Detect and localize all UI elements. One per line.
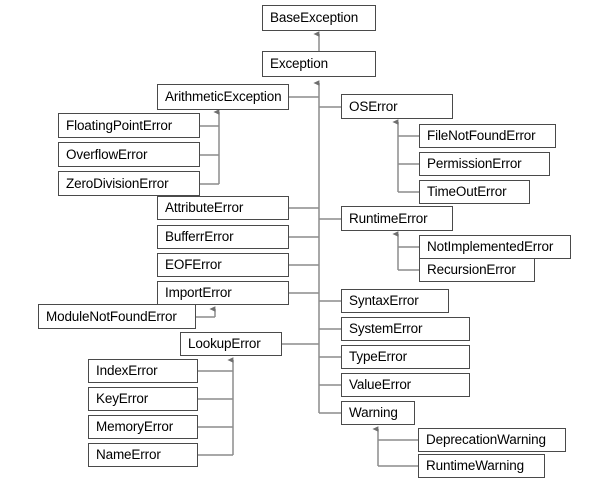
node-memory-error[interactable]: MemoryError — [88, 415, 198, 439]
node-base-exception[interactable]: BaseException — [262, 5, 376, 31]
edge-trunk-exception-children — [282, 80, 341, 414]
node-system-error[interactable]: SystemError — [341, 317, 470, 341]
edge-group-lookup-children — [198, 357, 234, 456]
node-name-error[interactable]: NameError — [88, 443, 198, 467]
node-eof-error[interactable]: EOFError — [157, 253, 289, 277]
node-overflow-error[interactable]: OverflowError — [58, 142, 200, 167]
node-time-out-error[interactable]: TimeOutError — [419, 180, 530, 204]
node-index-error[interactable]: IndexError — [88, 359, 198, 383]
node-lookup-error[interactable]: LookupError — [180, 332, 282, 356]
node-not-implemented-error[interactable]: NotImplementedError — [419, 235, 571, 259]
node-zero-division-error[interactable]: ZeroDivisionError — [58, 171, 200, 196]
node-deprecation-warning[interactable]: DeprecationWarning — [418, 428, 566, 452]
edge-group-runtimeerror-children — [392, 231, 419, 271]
node-os-error[interactable]: OSError — [341, 94, 453, 119]
node-permission-error[interactable]: PermissionError — [419, 152, 550, 176]
node-import-error[interactable]: ImportError — [157, 281, 289, 305]
node-arithmetic-exception[interactable]: ArithmeticException — [157, 84, 289, 110]
node-warning[interactable]: Warning — [341, 401, 415, 425]
edge-group-arithmetic-children — [200, 109, 220, 185]
node-syntax-error[interactable]: SyntaxError — [341, 289, 449, 313]
node-attribute-error[interactable]: AttributeError — [157, 196, 289, 220]
edge-modulenotfounderror-to-importerror — [196, 306, 216, 318]
edge-group-oserror-children — [392, 119, 419, 193]
node-type-error[interactable]: TypeError — [341, 345, 470, 369]
node-buffer-error[interactable]: BufferrError — [157, 225, 289, 249]
node-runtime-warning[interactable]: RuntimeWarning — [418, 454, 545, 478]
node-runtime-error[interactable]: RuntimeError — [341, 206, 453, 231]
node-module-not-found-error[interactable]: ModuleNotFoundError — [38, 304, 196, 329]
node-floating-point-error[interactable]: FloatingPointError — [58, 113, 200, 138]
node-key-error[interactable]: KeyError — [88, 387, 198, 411]
node-value-error[interactable]: ValueError — [341, 373, 470, 397]
node-recursion-error[interactable]: RecursionError — [419, 258, 535, 282]
edge-group-warning-children — [372, 426, 418, 467]
node-exception[interactable]: Exception — [262, 51, 376, 77]
node-file-not-found-error[interactable]: FileNotFoundError — [419, 124, 556, 148]
